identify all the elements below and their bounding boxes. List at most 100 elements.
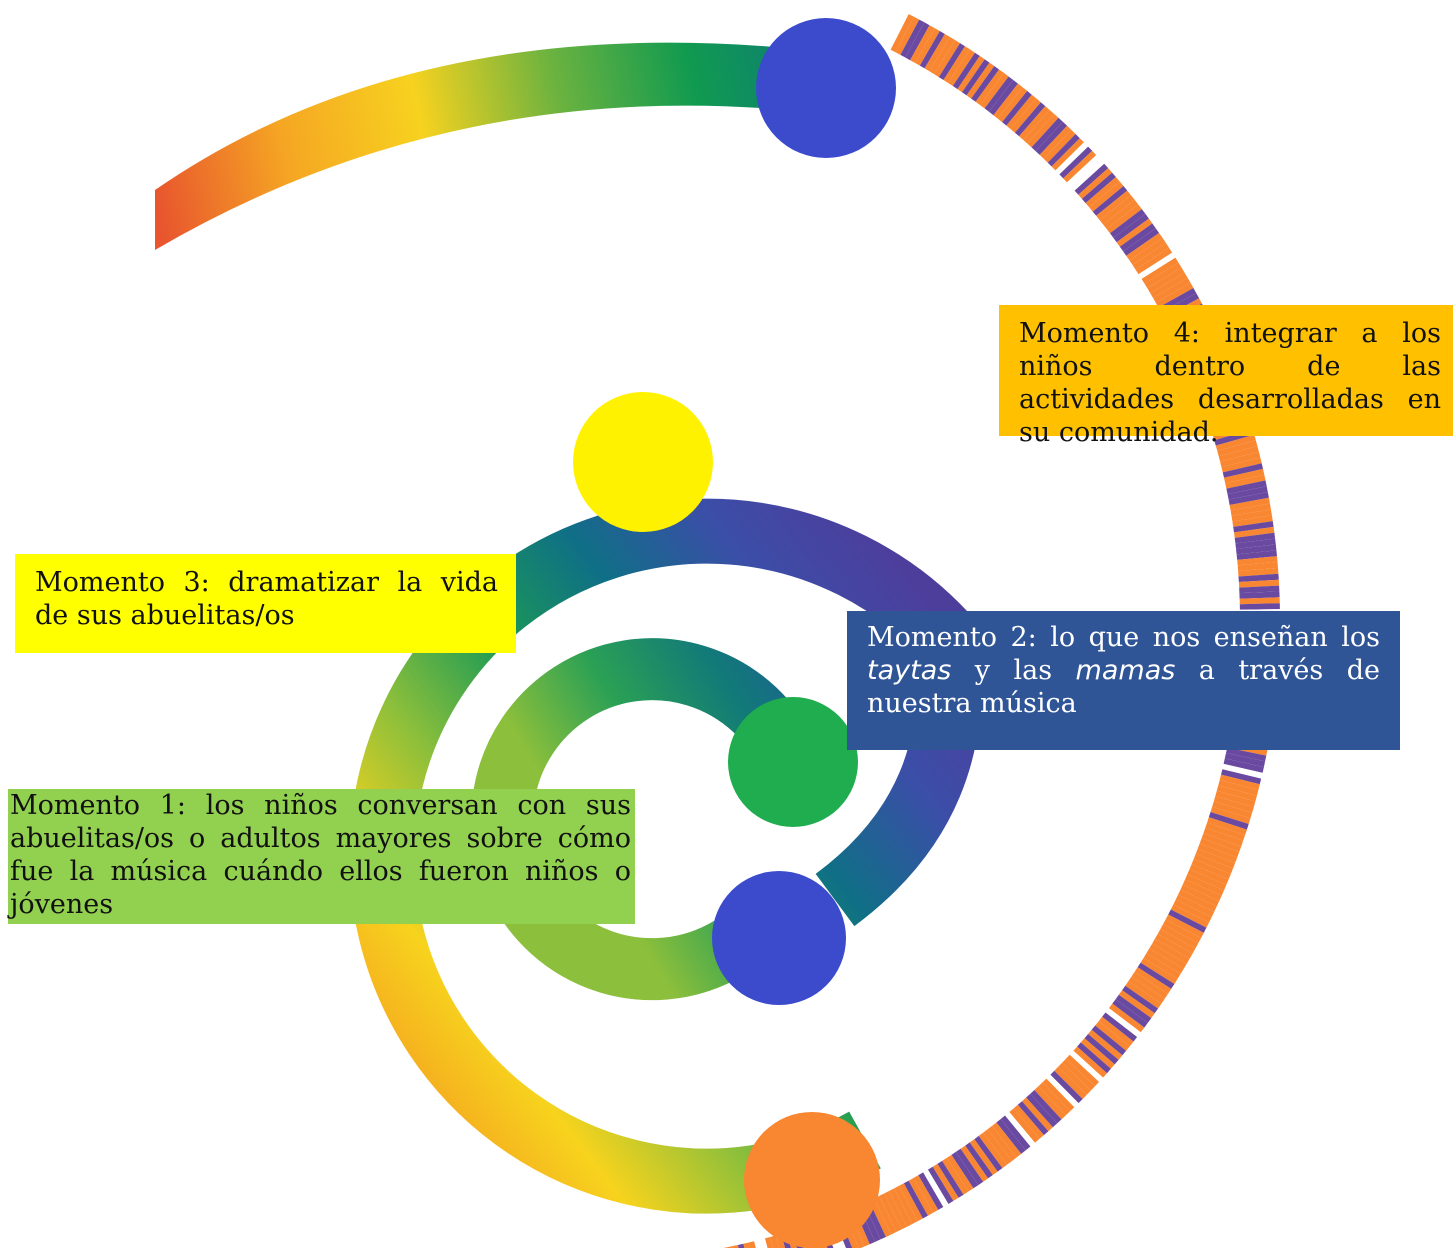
- momento-3-label: Momento 3: dramatizar la vida de sus abu…: [15, 554, 516, 653]
- outer-arc-stripe: [1138, 252, 1176, 279]
- outer-arc-stripe: [879, 1193, 902, 1232]
- outer-arc-stripe: [1067, 155, 1101, 187]
- outer-arc-stripe: [1219, 774, 1260, 790]
- outer-arc-stripe: [1128, 976, 1165, 1004]
- outer-arc-stripe: [908, 1178, 934, 1216]
- outer-arc-stripe: [1088, 1029, 1123, 1060]
- outer-arc-stripe: [1236, 544, 1277, 555]
- node-blue-bottom: [712, 871, 846, 1005]
- outer-arc-stripe: [1239, 585, 1280, 594]
- outer-arc-stripe: [1239, 603, 1280, 610]
- outer-arc-stripe: [1096, 190, 1131, 221]
- outer-arc-stripe: [1054, 1066, 1087, 1099]
- outer-arc-stripe: [1237, 556, 1278, 566]
- outer-arc-stripe: [1002, 90, 1032, 126]
- outer-arc-stripe: [1042, 1078, 1075, 1112]
- outer-arc-stripe: [1218, 446, 1259, 462]
- outer-arc-stripe: [1129, 237, 1166, 265]
- outer-arc-stripe: [1224, 468, 1265, 484]
- outer-arc-stripe: [952, 52, 980, 90]
- outer-arc-stripe: [1000, 1115, 1031, 1151]
- outer-arc-stripe: [1210, 806, 1251, 824]
- outer-arc-stripe: [1168, 909, 1207, 933]
- outer-arc-stripe: [946, 1154, 974, 1192]
- outer-arc-stripe: [1223, 758, 1264, 773]
- outer-arc-stripe: [874, 1195, 897, 1235]
- outer-arc-stripe: [743, 1242, 751, 1248]
- outer-arc-stripe: [1143, 953, 1181, 979]
- outer-arc-stripe: [938, 43, 965, 80]
- outer-arc-stripe: [1080, 1038, 1115, 1069]
- outer-arc-stripe: [1221, 769, 1262, 785]
- outer-arc-stripe: [1234, 532, 1276, 544]
- outer-arc-stripe: [1153, 277, 1191, 303]
- outer-arc-stripe: [1141, 257, 1179, 284]
- outer-arc-stripe: [1226, 747, 1267, 762]
- outer-arc-stripe: [1235, 538, 1276, 549]
- outer-arc-stripe: [989, 80, 1018, 116]
- outer-arc-stripe: [943, 46, 970, 83]
- outer-arc-stripe: [1047, 134, 1080, 167]
- outer-arc-stripe: [1232, 515, 1273, 527]
- outer-arc-stripe: [1115, 994, 1152, 1023]
- outer-arc-stripe: [1215, 790, 1256, 808]
- outer-arc-stripe: [1199, 838, 1240, 858]
- outer-arc-stripe: [1062, 1058, 1095, 1091]
- outer-arc-stripe: [1135, 247, 1173, 275]
- outer-arc-stripe: [1238, 573, 1279, 582]
- outer-arc-stripe: [1170, 904, 1210, 928]
- outer-arc-stripe: [1103, 199, 1139, 229]
- node-green: [728, 697, 858, 827]
- outer-arc-stripe: [1095, 1021, 1130, 1051]
- outer-arc-stripe: [903, 1180, 928, 1219]
- outer-arc-stripe: [1229, 497, 1270, 511]
- outer-arc-stripe: [1006, 94, 1037, 130]
- outer-arc-stripe: [1026, 1093, 1058, 1128]
- outer-arc-stripe: [759, 1238, 768, 1248]
- outer-arc-stripe: [1212, 801, 1253, 819]
- outer-arc-stripe: [1226, 480, 1267, 495]
- outer-arc-stripe: [984, 76, 1014, 112]
- outer-arc-stripe: [1221, 457, 1262, 473]
- outer-arc-stripe: [1147, 267, 1185, 294]
- outer-arc-stripe: [996, 1119, 1026, 1154]
- outer-arc-stripe: [1113, 213, 1149, 243]
- momento-4-text: Momento 4: integrar a los niños dentro d…: [1019, 318, 1441, 448]
- outer-arc-stripe: [956, 1148, 984, 1186]
- outer-arc-stripe: [975, 69, 1004, 106]
- outer-arc-stripe: [1203, 827, 1244, 847]
- outer-arc-stripe: [1059, 146, 1093, 179]
- outer-arc-stripe: [1182, 879, 1222, 902]
- outer-arc-stripe: [1102, 1012, 1138, 1042]
- outer-arc-stripe: [923, 1169, 949, 1207]
- outer-arc-stripe: [1233, 521, 1274, 533]
- outer-arc-stripe: [1089, 181, 1124, 212]
- outer-arc-stripe: [1216, 785, 1257, 802]
- outer-arc-stripe: [1046, 1074, 1079, 1108]
- outer-arc-stripe: [932, 1163, 959, 1201]
- outer-arc-stripe: [1058, 1062, 1091, 1095]
- top-gradient-arc: [155, 42, 870, 250]
- outer-arc-stripe: [983, 1129, 1012, 1165]
- outer-arc-stripe: [1239, 597, 1280, 605]
- outer-arc-stripe: [934, 40, 960, 78]
- outer-arc-stripe: [1137, 962, 1175, 989]
- momento-4-label: Momento 4: integrar a los niños dentro d…: [999, 305, 1453, 448]
- outer-arc-stripe: [1213, 796, 1254, 813]
- outer-arc-stripe: [1155, 282, 1194, 308]
- outer-arc-stripe: [937, 1160, 964, 1198]
- outer-arc-stripe: [1039, 125, 1072, 159]
- outer-arc-stripe: [1132, 242, 1169, 270]
- outer-arc-stripe: [1146, 948, 1184, 974]
- momento-2-mid: y las: [951, 655, 1076, 686]
- outer-arc-stripe: [1225, 474, 1266, 489]
- momento-2-label: Momento 2: lo que nos enseñan los taytas…: [847, 611, 1400, 750]
- outer-arc-stripe: [1108, 1003, 1145, 1033]
- outer-arc-stripe: [1239, 591, 1280, 599]
- outer-arc-stripe: [900, 19, 925, 58]
- outer-arc-stripe: [919, 31, 945, 69]
- outer-arc-stripe: [1144, 262, 1182, 289]
- outer-arc-stripe: [1195, 848, 1236, 869]
- outer-arc-stripe: [894, 1185, 918, 1224]
